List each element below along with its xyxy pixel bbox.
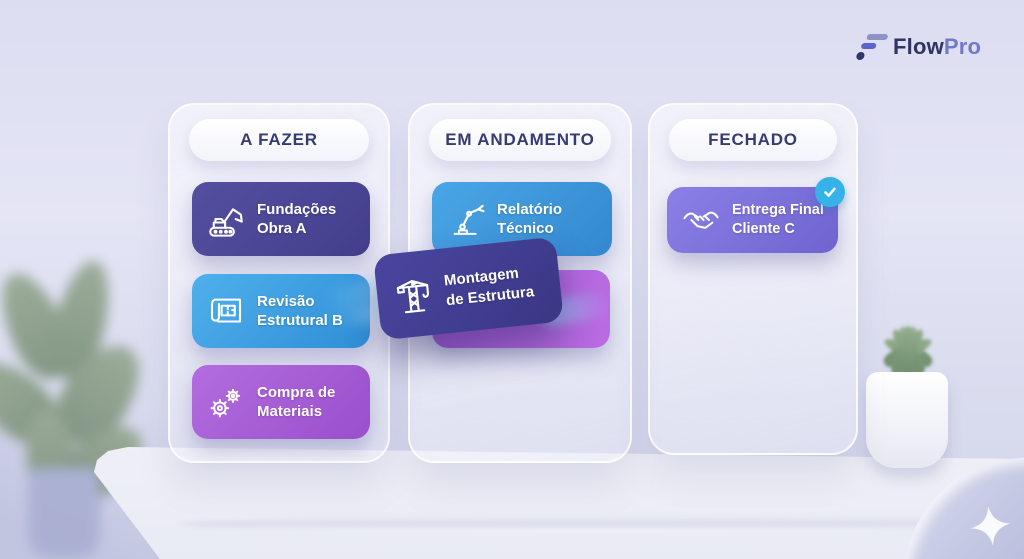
check-icon <box>824 187 836 197</box>
column-title: EM ANDAMENTO <box>445 130 595 149</box>
column-title: A FAZER <box>240 130 318 149</box>
card-title: Revisão Estrutural B <box>257 292 343 330</box>
crane-icon <box>396 279 429 313</box>
chair-back <box>887 450 1024 559</box>
brand-name: FlowPro <box>893 34 981 60</box>
column-header-fechado: FECHADO <box>669 119 837 161</box>
sparkle-icon <box>970 506 1011 546</box>
card-title: Relatório Técnico <box>497 200 563 238</box>
handshake-icon <box>683 211 719 229</box>
column-header-a-fazer: A FAZER <box>189 119 369 161</box>
brand-pro: Pro <box>943 34 982 59</box>
gears-icon <box>210 388 241 418</box>
brand-flow: Flow <box>893 34 944 59</box>
column-fechado: FECHADO Entrega Final Cliente C <box>648 103 858 455</box>
check-badge <box>815 177 845 207</box>
task-card-compra-de-materiais[interactable]: Compra de Materiais <box>192 365 370 439</box>
blueprint-icon <box>210 298 242 323</box>
card-title: Entrega Final Cliente C <box>732 202 824 237</box>
card-title: Fundações Obra A <box>257 200 337 238</box>
robot-arm-icon <box>453 204 485 235</box>
flowpro-logo: FlowPro <box>855 34 981 60</box>
card-title: Montagem de Estrutura <box>443 264 535 309</box>
desk-front-edge <box>180 516 1024 532</box>
excavator-icon <box>209 208 243 237</box>
task-card-entrega-final-cliente-c[interactable]: Entrega Final Cliente C <box>667 177 845 253</box>
plant-pot <box>866 372 948 468</box>
task-card-fundacoes-obra-a[interactable]: Fundações Obra A <box>192 182 370 256</box>
flowpro-logo-icon <box>855 34 889 60</box>
column-title: FECHADO <box>708 130 798 149</box>
column-header-em-andamento: EM ANDAMENTO <box>429 119 611 161</box>
background-plant <box>0 255 157 559</box>
card-title: Compra de Materiais <box>257 383 336 421</box>
succulent-plant <box>852 318 962 468</box>
dragged-card-montagem-de-estrutura[interactable]: Montagem de Estrutura <box>373 236 564 341</box>
